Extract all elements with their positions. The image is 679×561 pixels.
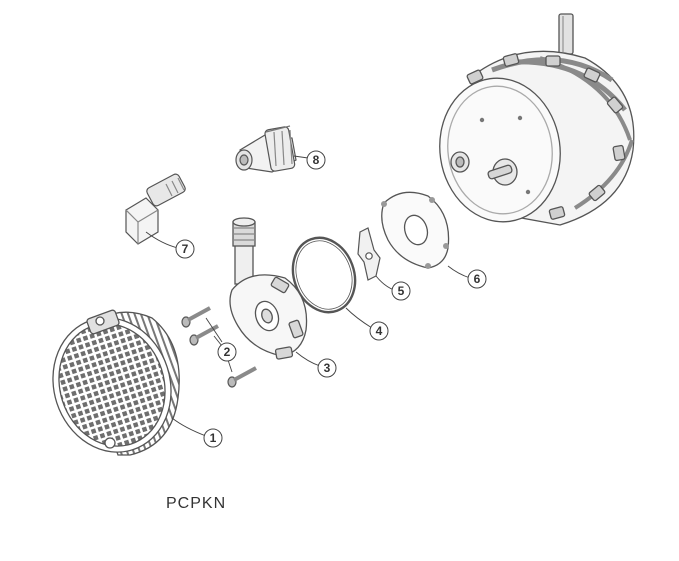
callout-8: 8 xyxy=(306,150,326,170)
part-2-screws xyxy=(181,306,257,388)
svg-text:2: 2 xyxy=(224,345,231,359)
svg-text:1: 1 xyxy=(210,431,217,445)
svg-text:6: 6 xyxy=(474,272,481,286)
svg-text:3: 3 xyxy=(324,361,331,375)
part-7-elbow xyxy=(125,173,186,245)
part-3-pump-housing xyxy=(229,217,308,360)
part-6-plate xyxy=(381,191,450,269)
part-4-o-ring xyxy=(291,236,357,314)
callout-5: 5 xyxy=(391,281,411,301)
part-8-fitting xyxy=(235,125,297,173)
callout-7: 7 xyxy=(175,239,195,259)
svg-text:8: 8 xyxy=(313,153,320,167)
svg-text:4: 4 xyxy=(376,324,383,338)
callout-4: 4 xyxy=(369,321,389,341)
part-5-impeller xyxy=(357,227,381,281)
callout-3: 3 xyxy=(317,358,337,378)
model-caption: PCPKN xyxy=(166,495,227,512)
svg-text:5: 5 xyxy=(398,284,405,298)
callout-6: 6 xyxy=(467,269,487,289)
screw-b xyxy=(189,324,219,346)
callout-1: 1 xyxy=(203,428,223,448)
screw-c xyxy=(227,366,257,388)
screw-a xyxy=(181,306,211,328)
part-1-grille-cover xyxy=(52,309,180,456)
motor-housing xyxy=(439,13,635,226)
callout-2: 2 xyxy=(217,342,237,362)
svg-text:7: 7 xyxy=(182,242,189,256)
